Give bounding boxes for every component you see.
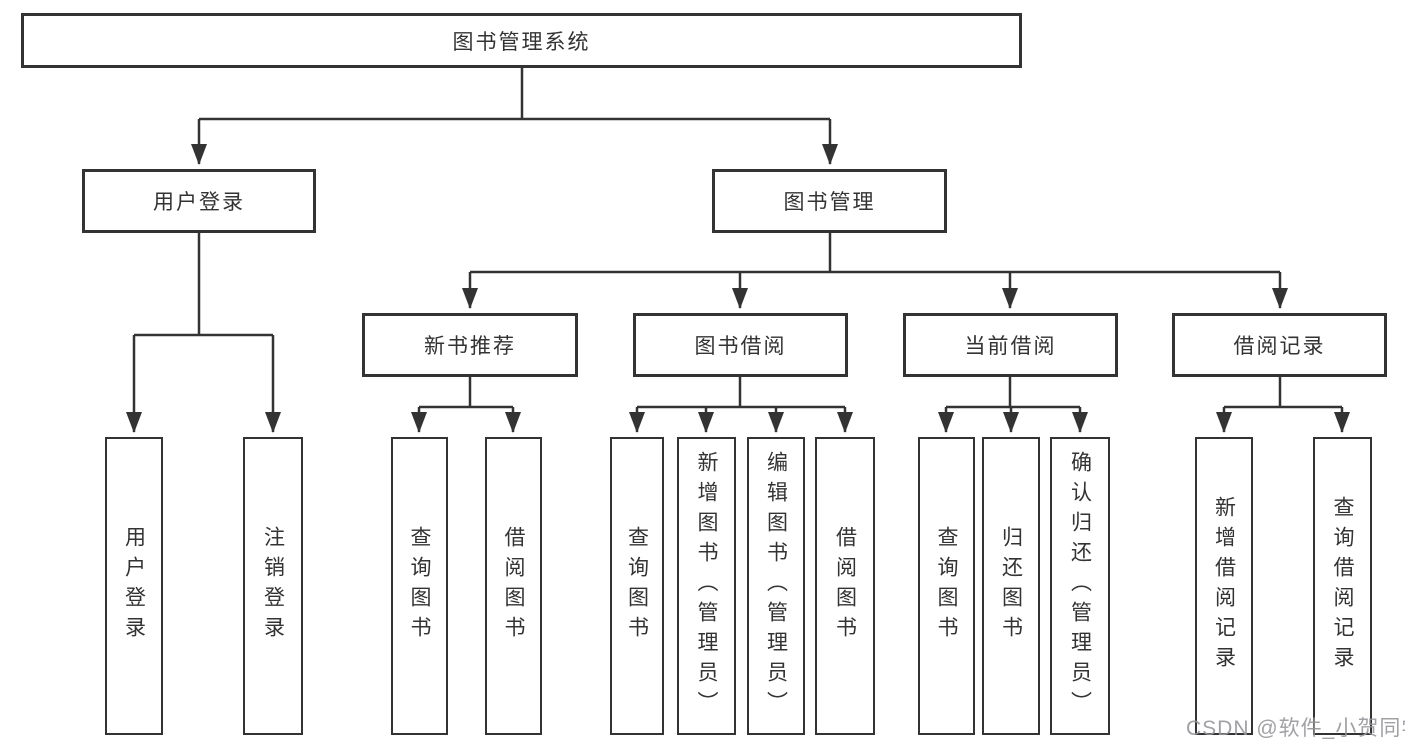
leaf-return-books: 归还图书 — [982, 437, 1040, 735]
leaf-logout: 注销登录 — [243, 437, 303, 735]
node-label: 图书管理 — [783, 191, 876, 214]
node-root: 图书管理系统 — [21, 13, 1022, 68]
node-label: 借阅记录 — [1233, 335, 1326, 358]
leaf-user-login: 用户登录 — [105, 437, 163, 735]
node-book-management: 图书管理 — [712, 169, 947, 233]
node-label: 借阅图书 — [833, 526, 857, 646]
node-label: 新增借阅记录 — [1212, 496, 1236, 676]
leaf-query-books-recommend: 查询图书 — [391, 437, 448, 735]
node-current-borrowing: 当前借阅 — [903, 313, 1118, 377]
leaf-add-books-admin: 新增图书（管理员） — [677, 437, 736, 735]
node-label: 借阅图书 — [502, 526, 525, 646]
node-label: 图书管理系统 — [452, 30, 591, 54]
leaf-borrow-books: 借阅图书 — [815, 437, 875, 735]
leaf-query-books-current: 查询图书 — [918, 437, 975, 735]
leaf-add-borrow-record: 新增借阅记录 — [1195, 437, 1253, 735]
node-label: 新书推荐 — [424, 335, 516, 358]
leaf-confirm-return-admin: 确认归还（管理员） — [1050, 437, 1110, 735]
node-label: 图书借阅 — [694, 335, 787, 358]
node-label: 注销登录 — [261, 526, 285, 646]
leaf-query-books-borrowing: 查询图书 — [610, 437, 664, 735]
leaf-query-borrow-record: 查询借阅记录 — [1313, 437, 1372, 735]
leaf-borrow-books-recommend: 借阅图书 — [485, 437, 542, 735]
leaf-edit-books-admin: 编辑图书（管理员） — [747, 437, 805, 735]
node-borrowing-records: 借阅记录 — [1172, 313, 1387, 377]
node-label: 编辑图书（管理员） — [764, 451, 788, 721]
node-label: 查询借阅记录 — [1331, 496, 1354, 676]
node-user-login: 用户登录 — [82, 169, 316, 233]
node-label: 用户登录 — [153, 191, 245, 214]
node-label: 用户登录 — [122, 526, 146, 646]
csdn-watermark: CSDN @软件_小贺同学 — [1186, 717, 1405, 740]
node-label: 当前借阅 — [964, 335, 1057, 358]
node-label: 确认归还（管理员） — [1068, 451, 1092, 721]
node-label: 查询图书 — [625, 526, 649, 646]
node-new-book-recommend: 新书推荐 — [362, 313, 578, 377]
node-book-borrowing: 图书借阅 — [633, 313, 848, 377]
node-label: 查询图书 — [408, 526, 431, 646]
node-label: 新增图书（管理员） — [695, 451, 718, 721]
node-label: 查询图书 — [935, 526, 958, 646]
node-label: 归还图书 — [999, 526, 1023, 646]
